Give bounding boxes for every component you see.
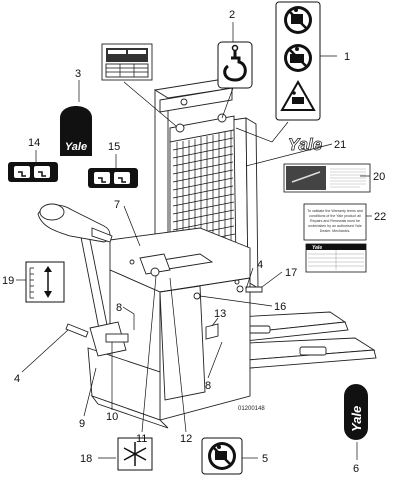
- drawing-number: 01200148: [238, 406, 265, 412]
- warranty-line-4: undertaken by an authorised Yale: [308, 224, 361, 228]
- warranty-decal: To validate the Warranty terms and condi…: [303, 203, 367, 241]
- callout-numbers: 1 2 3 4 4 5 6 7 8 8 9 10 11 12 13 14 15 …: [2, 9, 386, 475]
- callout-17: 17: [285, 267, 297, 279]
- callout-16: 16: [274, 301, 286, 313]
- callout-6: 6: [353, 463, 359, 475]
- plate-brand-text: Yale: [312, 245, 322, 251]
- callout-1: 1: [344, 51, 350, 63]
- yale-logo-decal: Yale: [280, 134, 330, 154]
- callout-19: 19: [2, 275, 14, 287]
- callout-15: 15: [108, 141, 120, 153]
- yale-vertical-text: Yale: [349, 406, 364, 432]
- warranty-line-1: To validate the Warranty terms and: [307, 209, 363, 213]
- callout-12: 12: [180, 433, 192, 445]
- no-stepping-icon: [284, 44, 312, 72]
- callout-10: 10: [106, 411, 118, 423]
- pinch-hazard-icon: [280, 79, 316, 111]
- callout-11: 11: [136, 433, 147, 445]
- yale-decal-vertical: Yale: [344, 384, 368, 440]
- display-decal: [101, 43, 153, 81]
- callout-13: 13: [214, 308, 226, 320]
- info-decal: [283, 163, 371, 193]
- callout-22: 22: [374, 211, 386, 223]
- tiller-arm: [79, 229, 109, 335]
- no-riding-icon: [284, 6, 312, 34]
- height-arrows-icon: [25, 261, 65, 303]
- lift-lower-buttons-decal-2: [88, 168, 138, 188]
- leader-lines: [16, 22, 372, 460]
- stacker-truck: [37, 77, 377, 429]
- warranty-line-5: Dealer. Mechanics.: [320, 229, 351, 233]
- callout-21: 21: [334, 139, 346, 151]
- data-plate: Yale: [305, 243, 367, 273]
- lifting-hook-icon: [217, 41, 253, 89]
- no-riding-decal-2: [201, 437, 243, 475]
- callout-5: 5: [262, 453, 268, 465]
- yale-decal-tall: Yale: [60, 106, 92, 156]
- callout-8a: 8: [116, 302, 122, 314]
- yale-outline-text: Yale: [288, 135, 322, 154]
- warranty-line-3: Repairs and Renewals must be: [310, 219, 360, 223]
- callout-8b: 8: [205, 380, 211, 392]
- callout-2: 2: [229, 9, 235, 21]
- safety-decal-strip: [275, 1, 321, 121]
- callout-4b: 4: [14, 373, 20, 385]
- callout-4a: 4: [257, 259, 263, 271]
- callout-20: 20: [373, 171, 385, 183]
- lift-lower-buttons-icon: [8, 162, 58, 182]
- warranty-line-2: conditions of the Yale product all: [309, 214, 361, 218]
- callout-14: 14: [28, 137, 40, 149]
- callout-3: 3: [75, 68, 81, 80]
- callout-18: 18: [80, 453, 92, 465]
- callout-7: 7: [114, 199, 120, 211]
- yale-decal-text: Yale: [65, 141, 87, 153]
- callout-9: 9: [79, 418, 85, 430]
- snowflake-icon: [117, 437, 153, 471]
